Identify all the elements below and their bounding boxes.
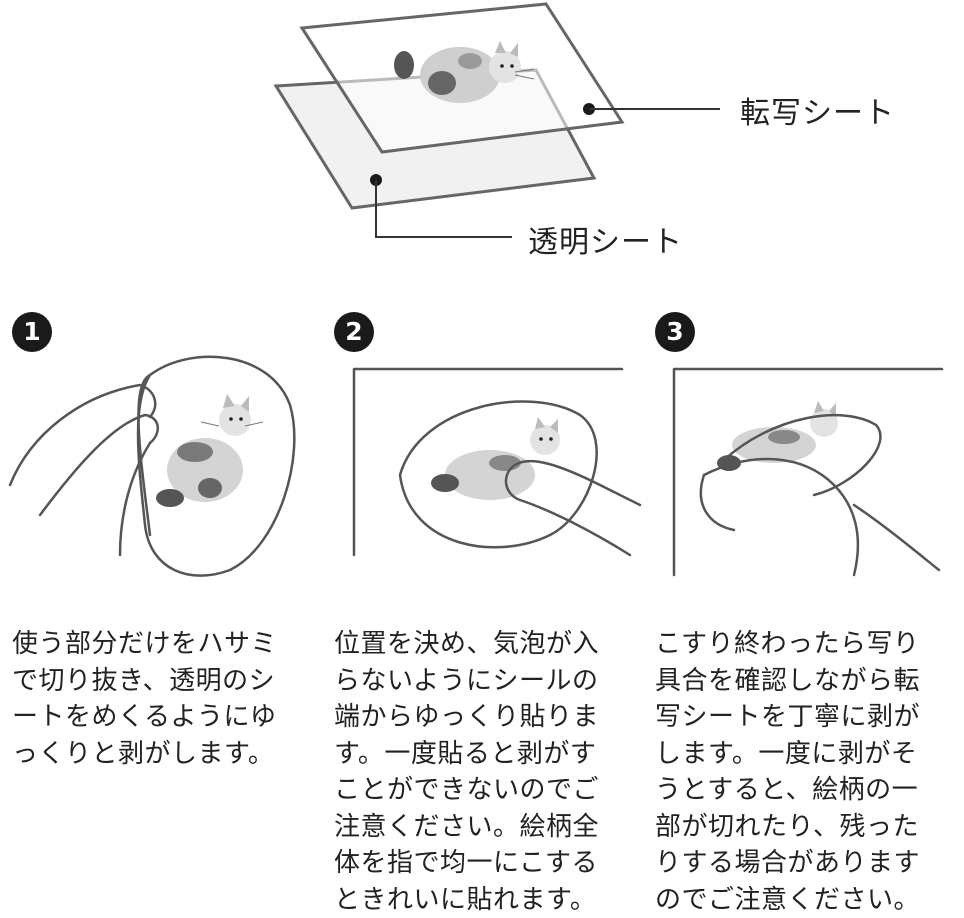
step-3-illustration — [664, 355, 964, 595]
step-2-line: ことができないのでご — [334, 772, 599, 809]
cat-illustration-step1 — [156, 394, 263, 507]
step-2-illustration — [340, 355, 640, 575]
step-1-line: 使う部分だけをハサミ — [12, 626, 277, 663]
step-2-badge: 2 — [334, 312, 374, 352]
step-3-line: 具合を確認しながら転 — [655, 663, 920, 700]
step-1-line: ートをめくるようにゆ — [12, 699, 277, 736]
step-3-line: こすり終わったら写り — [655, 626, 920, 663]
step-1-line: っくりと剥がします。 — [12, 736, 277, 773]
clear-sheet-label: 透明シート — [528, 217, 683, 261]
step-2-line: 位置を決め、気泡が入 — [334, 626, 599, 663]
step-3-line: りする場合があります — [655, 845, 920, 882]
step-2-line: 注意ください。絵柄全 — [334, 809, 599, 846]
step-2-line: らないようにシールの — [334, 663, 599, 700]
step-3-line: します。一度に剥がそ — [655, 736, 920, 773]
step-2-line: す。一度貼ると剥がす — [334, 736, 599, 773]
step-1-description: 使う部分だけをハサミ で切り抜き、透明のシ ートをめくるようにゆ っくりと剥がし… — [12, 626, 277, 772]
transfer-sheet-label: 転写シート — [740, 88, 895, 132]
step-3-description: こすり終わったら写り 具合を確認しながら転 写シートを丁寧に剥が します。一度に… — [655, 626, 920, 918]
step-3-badge: 3 — [655, 312, 695, 352]
step-3-line: のでご注意ください。 — [655, 882, 920, 918]
step-1-line: で切り抜き、透明のシ — [12, 663, 277, 700]
step-3-line: 写シートを丁寧に剥が — [655, 699, 920, 736]
step-2-line: ときれいに貼れます。 — [334, 882, 599, 918]
step-3-line: 部が切れたり、残った — [655, 809, 920, 846]
cat-illustration-step2 — [431, 417, 560, 500]
step-2-line: 端からゆっくり貼りま — [334, 699, 599, 736]
step-1-illustration — [0, 345, 320, 585]
step-2-description: 位置を決め、気泡が入 らないようにシールの 端からゆっくり貼りま す。一度貼ると… — [334, 626, 599, 918]
step-2-line: 体を指で均一にこする — [334, 845, 599, 882]
sheet-diagram — [0, 0, 964, 270]
step-3-line: うとすると、絵柄の一 — [655, 772, 920, 809]
